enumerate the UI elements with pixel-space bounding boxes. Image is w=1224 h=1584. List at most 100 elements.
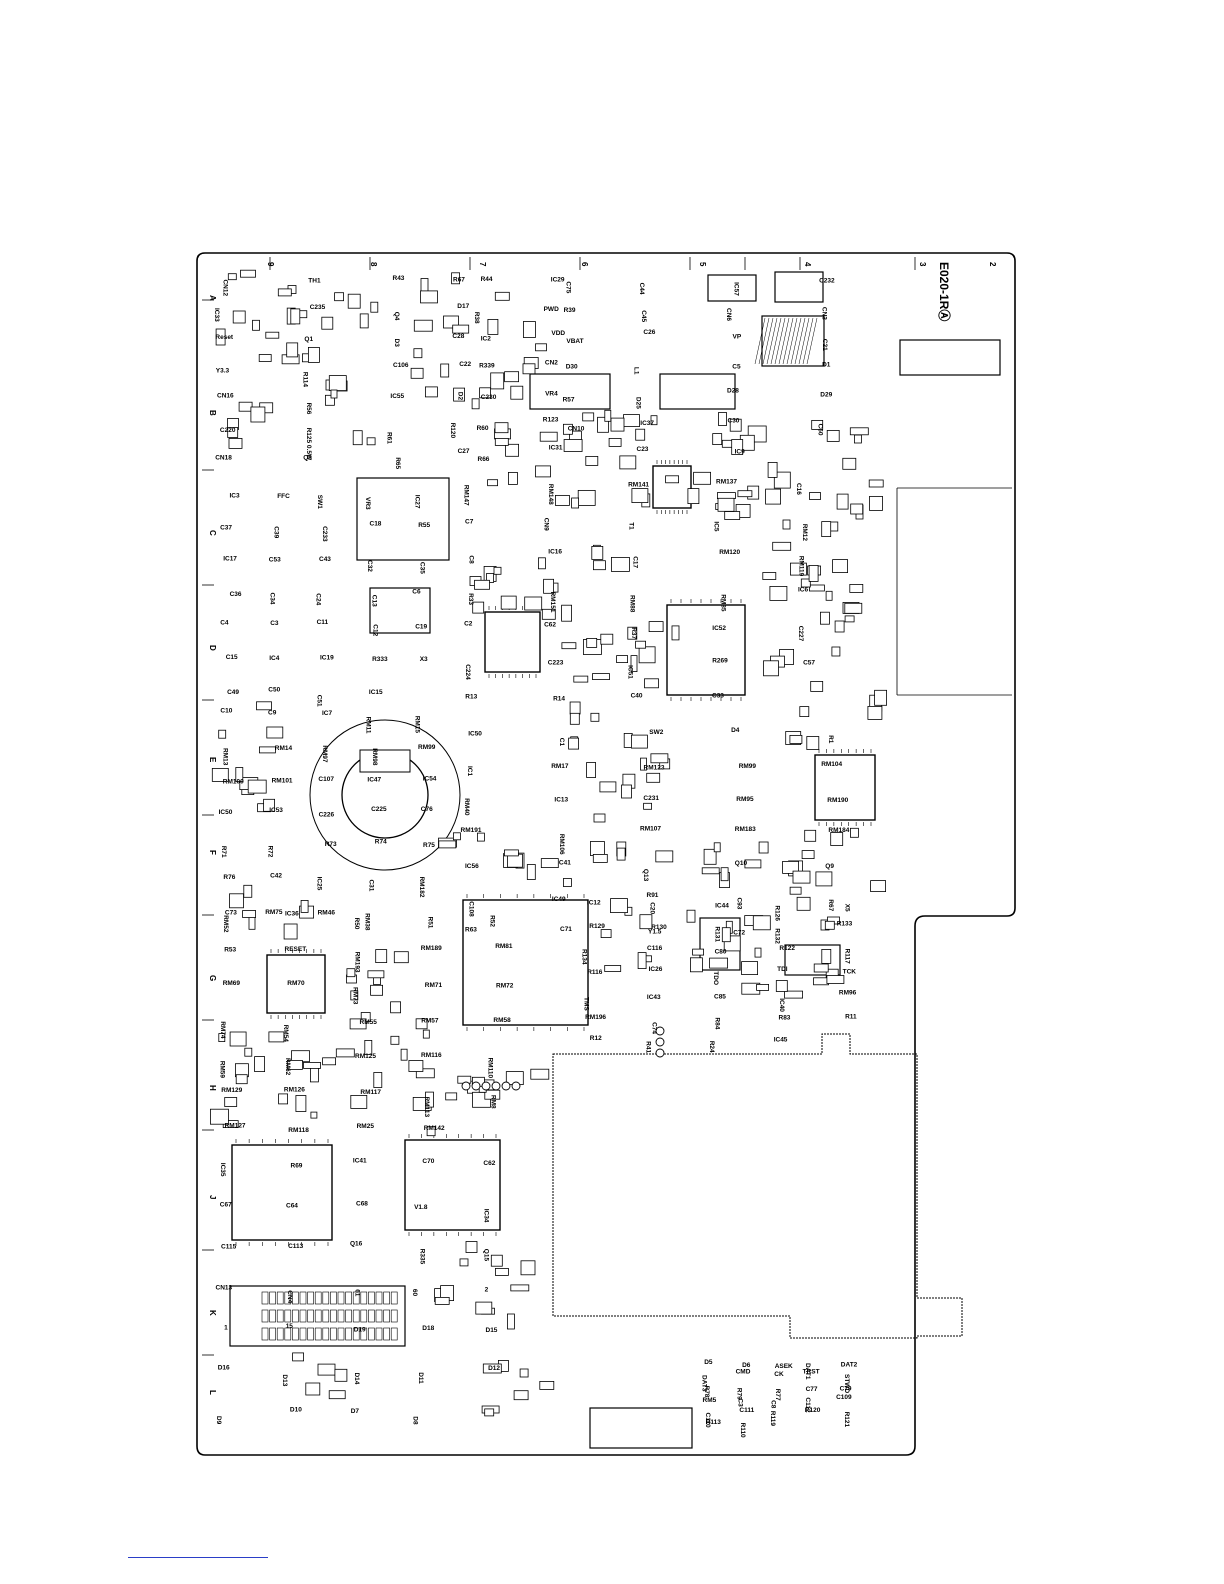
component-designator: C226 (319, 811, 335, 818)
component-designator: R83 (779, 1014, 791, 1021)
passive-component (631, 488, 649, 504)
component-designator: RM96 (839, 990, 857, 997)
passive-component (321, 316, 334, 330)
component-designator: C113 (288, 1243, 304, 1250)
component-designator: TH1 (308, 278, 321, 285)
passive-component (849, 584, 864, 593)
component-designator: Q4 (393, 312, 400, 321)
component-designator: RM15 (414, 716, 421, 734)
passive-component (209, 1108, 229, 1125)
test-point (501, 1081, 511, 1091)
passive-component (599, 781, 617, 793)
passive-component (665, 475, 679, 484)
component-designator: C15 (226, 654, 238, 661)
component-designator: RM107 (640, 826, 661, 833)
component-designator: R65 (394, 457, 401, 469)
column-number: 8 (369, 262, 378, 267)
passive-component (593, 560, 606, 571)
connector-pin (337, 1309, 345, 1323)
component-designator: IC26 (649, 966, 663, 973)
passive-component (277, 288, 292, 297)
connector-pin (261, 1291, 269, 1305)
connector-pin (345, 1309, 352, 1323)
component-designator: C41 (559, 860, 571, 867)
passive-component (731, 439, 744, 455)
passive-component (482, 1363, 502, 1374)
passive-component (346, 968, 356, 978)
component-designator: C28 (452, 333, 464, 340)
passive-component (577, 489, 596, 506)
component-designator: R126 (773, 905, 780, 921)
connector-bracket (896, 487, 1012, 696)
passive-component (322, 1057, 337, 1066)
passive-component (631, 734, 648, 749)
passive-component (453, 387, 466, 402)
component-designator: CN3 (820, 307, 827, 320)
component-designator: CN2 (545, 360, 558, 367)
battery-outer-ring (309, 719, 461, 871)
test-point (461, 1081, 471, 1091)
passive-component (784, 990, 803, 999)
component-designator: C80 (715, 948, 727, 955)
connector-pin (368, 1327, 375, 1341)
component-designator: R56 (305, 403, 312, 415)
passive-component (604, 965, 622, 972)
passive-component (568, 737, 579, 750)
passive-component (256, 701, 272, 711)
component-designator: CN12 (222, 280, 229, 297)
component-designator: R76 (223, 874, 235, 881)
passive-component (831, 646, 841, 657)
passive-component (806, 736, 820, 750)
passive-component (703, 848, 717, 865)
component-designator: R57 (563, 397, 575, 404)
passive-component (373, 977, 381, 985)
passive-component (328, 1390, 346, 1400)
component-designator: D29 (820, 392, 832, 399)
test-point (481, 1081, 491, 1091)
component-designator: RM54 (282, 1025, 289, 1043)
passive-component (364, 1040, 373, 1055)
connector-pin (375, 1327, 383, 1341)
component-designator: RM126 (284, 1087, 305, 1094)
passive-component (638, 646, 656, 664)
component-designator: IC50 (468, 730, 482, 737)
connector-pin (299, 1291, 307, 1305)
component-designator: R12 (590, 1035, 602, 1042)
connector-pin (360, 1327, 368, 1341)
passive-component (522, 363, 536, 375)
passive-component (254, 1056, 266, 1072)
row-letter: J (208, 1195, 217, 1199)
component-designator: RM182 (418, 877, 425, 898)
component-designator: C71 (560, 926, 572, 933)
component-designator: C34 (268, 593, 275, 605)
passive-component (474, 579, 490, 590)
component-designator: CN6 (725, 308, 732, 321)
passive-component (352, 430, 363, 446)
component-designator: R75 (423, 842, 435, 849)
component-designator: RM69 (223, 980, 241, 987)
passive-component (535, 465, 551, 478)
component-designator: IC56 (465, 863, 479, 870)
component-designator: RM8 (490, 1095, 497, 1109)
component-designator: IC6 (798, 587, 809, 594)
passive-component (359, 313, 369, 329)
passive-component (328, 375, 347, 392)
component-designator: TDO (712, 971, 719, 985)
component-designator: R335 (419, 1249, 426, 1265)
passive-component (854, 434, 862, 444)
component-designator: R122 (779, 945, 795, 952)
passive-component (513, 1390, 529, 1401)
passive-component (869, 495, 883, 511)
component-designator: IC12 (587, 899, 601, 906)
component-designator: Y1.5 (648, 928, 662, 935)
passive-component (218, 1033, 226, 1042)
component-designator: C19 (415, 623, 427, 630)
passive-component (244, 1047, 253, 1057)
passive-component (438, 840, 457, 849)
test-point (655, 1026, 665, 1036)
passive-component (569, 701, 581, 715)
row-letter: K (208, 1310, 217, 1316)
component-designator: C106 (393, 362, 409, 369)
passive-component (218, 729, 227, 739)
passive-component (235, 767, 244, 782)
